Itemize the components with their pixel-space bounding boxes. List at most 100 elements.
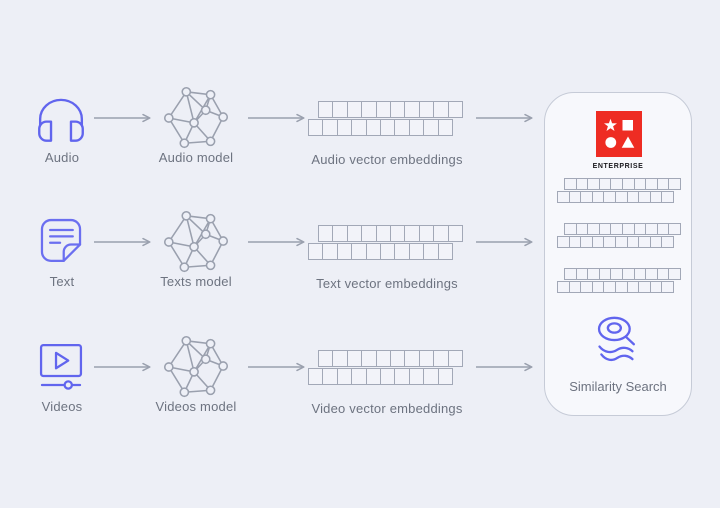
embedding-cell [336, 369, 351, 384]
arrow-right-icon [248, 113, 306, 123]
embedding-cell [346, 351, 361, 366]
enterprise-logo-icon [596, 111, 642, 157]
embedding-cell [390, 351, 404, 366]
embedding-cell [361, 102, 375, 117]
embedding-cell [375, 102, 390, 117]
arrow-right-icon [476, 113, 534, 123]
embedding-cell [610, 269, 622, 279]
embedding-cell [587, 224, 599, 234]
embedding-cell [610, 179, 622, 189]
embedding-cell [365, 369, 380, 384]
stored-embedding-pair [557, 223, 681, 248]
similarity-search-panel: ENTERPRISE Similarity Search [544, 92, 692, 416]
embedding-cell [404, 351, 418, 366]
embedding-cell [380, 120, 394, 135]
source-label: Videos [41, 399, 83, 414]
embedding-cell [603, 192, 615, 202]
embedding-cell [633, 224, 646, 234]
embedding-strip [308, 368, 453, 385]
network-model-icon [163, 334, 229, 400]
embedding-cell [437, 120, 452, 135]
embedding-cell [322, 244, 336, 259]
embedding-cell [351, 120, 365, 135]
model-label: Videos model [155, 399, 237, 414]
embedding-cell [603, 237, 615, 247]
embedding-cell [591, 192, 604, 202]
embedding-cell [638, 237, 650, 247]
embedding-strip [557, 236, 674, 248]
embedding-cell [394, 244, 408, 259]
embedding-cell [668, 224, 680, 234]
similarity-search-icon [593, 315, 645, 367]
embedding-strip [564, 268, 681, 280]
embedding-cell [558, 237, 569, 247]
embedding-cell [332, 351, 346, 366]
source-label: Audio [44, 150, 80, 165]
embedding-strip [318, 350, 463, 367]
embedding-cell [568, 282, 581, 292]
embedding-cell [649, 282, 662, 292]
embedding-cell [656, 179, 669, 189]
source-label: Text [49, 274, 75, 289]
embedding-cell [591, 282, 604, 292]
embedding-cell [558, 282, 569, 292]
embedding-cell [361, 226, 375, 241]
embedding-cell [598, 224, 611, 234]
headphones-icon [32, 89, 90, 147]
embedding-cell [319, 102, 332, 117]
embedding-cell [322, 369, 336, 384]
embedding-cell [598, 269, 611, 279]
embedding-cell [365, 244, 380, 259]
embedding-cell [558, 192, 569, 202]
embedding-cell [346, 226, 361, 241]
embedding-cell [645, 224, 657, 234]
embedding-cell [580, 192, 592, 202]
embedding-cell [423, 120, 437, 135]
embedding-strips [308, 101, 463, 136]
embedding-cell [336, 244, 351, 259]
embedding-cell [668, 269, 680, 279]
embedding-cell [433, 102, 447, 117]
embeddings-label: Audio vector embeddings [311, 152, 463, 167]
embedding-cell [447, 226, 462, 241]
model-label: Texts model [160, 274, 232, 289]
embedding-cell [661, 237, 673, 247]
model-label: Audio model [158, 150, 234, 165]
embedding-cell [433, 226, 447, 241]
embedding-cell [375, 226, 390, 241]
enterprise-label: ENTERPRISE [592, 163, 644, 170]
network-model-icon [163, 209, 229, 275]
embedding-cell [390, 226, 404, 241]
embedding-cell [319, 351, 332, 366]
embedding-cell [394, 120, 408, 135]
embedding-cell [649, 192, 662, 202]
embedding-cell [645, 269, 657, 279]
embedding-cell [408, 244, 423, 259]
embedding-cell [638, 192, 650, 202]
embedding-cell [661, 192, 673, 202]
embedding-cell [598, 179, 611, 189]
embedding-cell [580, 237, 592, 247]
arrow-right-icon [476, 362, 534, 372]
embedding-cell [668, 179, 680, 189]
embedding-cell [626, 282, 639, 292]
embedding-cell [633, 269, 646, 279]
embedding-cell [575, 224, 588, 234]
embedding-cell [565, 269, 576, 279]
embedding-cell [568, 237, 581, 247]
arrow-right-icon [248, 237, 306, 247]
embedding-cell [610, 224, 622, 234]
embedding-strip [308, 243, 453, 260]
document-icon [32, 211, 90, 269]
embedding-cell [380, 369, 394, 384]
embeddings-label: Video vector embeddings [311, 401, 463, 416]
embedding-cell [621, 179, 634, 189]
embedding-cell [380, 244, 394, 259]
embedding-cell [626, 237, 639, 247]
embedding-cell [568, 192, 581, 202]
embedding-cell [309, 120, 322, 135]
embedding-cell [375, 351, 390, 366]
embedding-cell [614, 192, 627, 202]
embedding-strip [318, 225, 463, 242]
embedding-cell [626, 192, 639, 202]
